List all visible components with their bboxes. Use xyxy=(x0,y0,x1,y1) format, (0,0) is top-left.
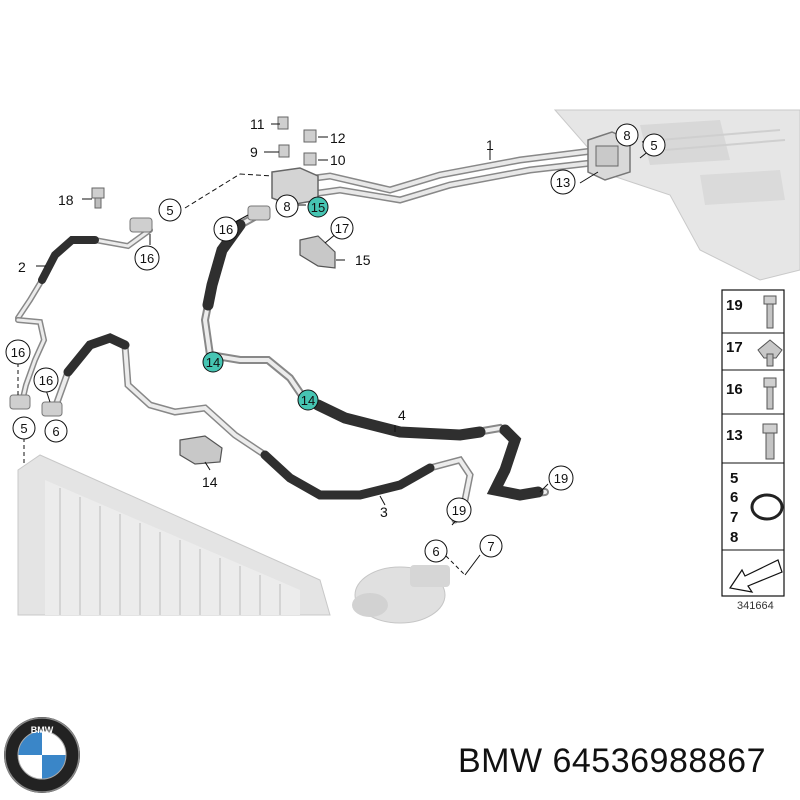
expansion-valve-block xyxy=(587,131,631,181)
circle-callout-19: 19 xyxy=(548,465,574,491)
callout-14c: 14 xyxy=(202,474,218,490)
circle-callout-8-left: 8 xyxy=(275,194,299,218)
svg-text:5: 5 xyxy=(650,138,657,153)
svg-text:19: 19 xyxy=(726,297,743,314)
svg-text:16: 16 xyxy=(219,222,233,237)
bmw-logo: BMW xyxy=(4,717,80,793)
circle-callout-16-left: 16 xyxy=(5,339,31,365)
circle-callout-13: 13 xyxy=(550,169,576,195)
svg-text:5: 5 xyxy=(166,203,173,218)
callout-9: 9 xyxy=(250,144,258,160)
circle-callout-5-right: 5 xyxy=(642,133,666,157)
svg-text:13: 13 xyxy=(556,175,570,190)
callout-10: 10 xyxy=(330,152,346,168)
svg-text:5: 5 xyxy=(20,421,27,436)
line-1-pressure-pipe xyxy=(296,146,604,204)
line-2-hose xyxy=(15,227,153,405)
callout-12: 12 xyxy=(330,130,346,146)
legend-row-16: 16 xyxy=(726,377,777,410)
circle-callout-14-highlight-b: 14 xyxy=(297,389,319,411)
legend-row-17: 17 xyxy=(726,339,783,367)
svg-text:14: 14 xyxy=(301,393,315,408)
svg-text:7: 7 xyxy=(730,509,738,526)
circle-callout-5-top: 5 xyxy=(158,198,182,222)
ac-compressor xyxy=(352,565,450,624)
heater-housing xyxy=(553,109,800,281)
svg-text:19: 19 xyxy=(452,503,466,518)
svg-text:17: 17 xyxy=(335,221,349,236)
part-15-bracket xyxy=(299,235,336,269)
parts-legend: 19 17 16 13 5 6 7 8 xyxy=(721,289,785,597)
legend-arrow-icon xyxy=(728,559,783,593)
part-18-bolt xyxy=(91,187,105,209)
svg-text:15: 15 xyxy=(311,200,325,215)
svg-text:6: 6 xyxy=(432,544,439,559)
diagram-number: 341664 xyxy=(737,600,774,612)
circle-callout-14-highlight-a: 14 xyxy=(202,351,224,373)
svg-text:16: 16 xyxy=(39,373,53,388)
circle-callout-6-bottom: 6 xyxy=(424,539,448,563)
parts-9-12-caps xyxy=(277,116,317,166)
circle-callout-8-right: 8 xyxy=(615,123,639,147)
legend-row-19: 19 xyxy=(726,295,777,329)
svg-text:BMW: BMW xyxy=(31,725,54,735)
callout-2: 2 xyxy=(18,259,26,275)
callout-1: 1 xyxy=(486,137,494,153)
svg-text:16: 16 xyxy=(11,345,25,360)
svg-text:17: 17 xyxy=(726,339,743,356)
circle-callout-19-lower: 19 xyxy=(446,497,472,523)
svg-text:16: 16 xyxy=(726,381,743,398)
line-4-fitting xyxy=(247,205,271,221)
callout-3: 3 xyxy=(380,504,388,520)
legend-row-13: 13 xyxy=(726,423,778,460)
circle-callout-6-left: 6 xyxy=(44,419,68,443)
svg-text:14: 14 xyxy=(206,355,220,370)
svg-text:5: 5 xyxy=(730,470,738,487)
callout-11: 11 xyxy=(250,116,265,132)
svg-text:8: 8 xyxy=(283,199,290,214)
line-2-fitting xyxy=(129,217,153,233)
svg-text:13: 13 xyxy=(726,427,743,444)
svg-text:8: 8 xyxy=(623,128,630,143)
circle-callout-15-highlight: 15 xyxy=(307,196,329,218)
circle-callout-17: 17 xyxy=(330,216,354,240)
part-number-caption: BMW 64536988867 xyxy=(457,742,766,780)
svg-text:6: 6 xyxy=(52,424,59,439)
circle-callout-16-left2: 16 xyxy=(33,367,59,393)
circle-callout-7: 7 xyxy=(479,534,503,558)
line-2-end-fitting xyxy=(9,394,31,410)
legend-row-seals: 5 6 7 8 xyxy=(730,470,784,546)
callout-15b: 15 xyxy=(355,252,371,268)
line-3-end-fitting xyxy=(41,401,63,417)
condenser-radiator xyxy=(17,454,331,616)
svg-text:19: 19 xyxy=(554,471,568,486)
circle-callout-16-mid: 16 xyxy=(213,216,239,242)
callout-4: 4 xyxy=(398,407,406,423)
svg-text:8: 8 xyxy=(730,529,738,546)
circle-callout-5-left: 5 xyxy=(12,416,36,440)
svg-text:16: 16 xyxy=(140,251,154,266)
callout-18: 18 xyxy=(58,192,74,208)
circle-callout-16-top: 16 xyxy=(134,245,160,271)
svg-text:6: 6 xyxy=(730,489,738,506)
line-3-hose xyxy=(51,333,474,524)
part-14-bracket xyxy=(179,435,223,465)
svg-text:7: 7 xyxy=(487,539,494,554)
